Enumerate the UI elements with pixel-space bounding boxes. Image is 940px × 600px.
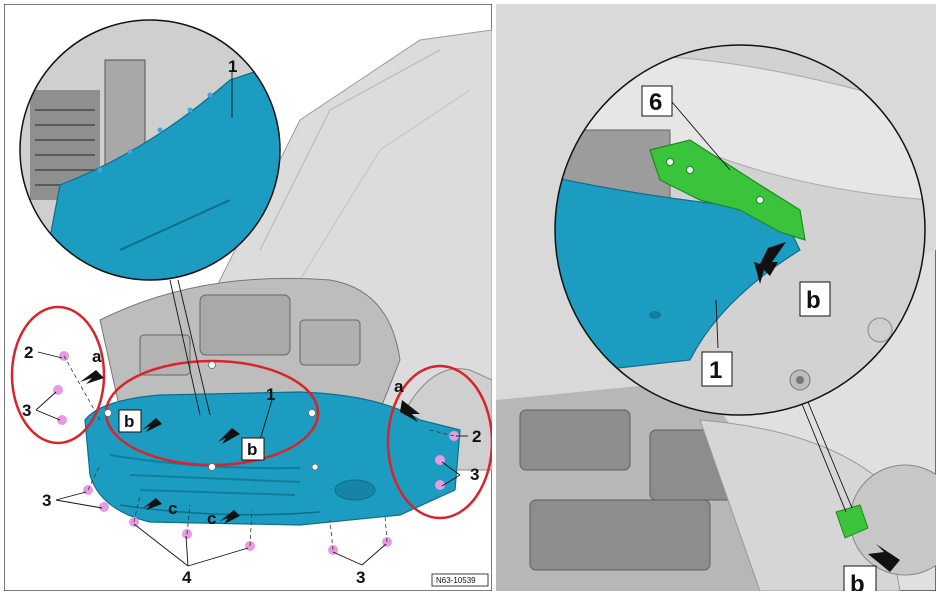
reference-code-box [431,573,489,587]
car-body [99,29,492,471]
zoom-detail-left [19,19,281,416]
label-a-left: a [92,347,102,366]
arrow-c-right [220,510,240,524]
label-c-right: c [207,509,216,528]
clip [99,502,109,512]
clip [435,480,445,490]
arrow-b-upper [754,242,786,284]
direction-arrows [80,370,420,524]
label-3-left-lower: 3 [42,491,51,510]
left-labels: 1 1 2 2 3 3 3 3 4 a a b b c c N63-10539 [22,57,489,587]
label-box-6 [641,85,673,117]
label-b-lower: b [850,571,865,595]
arrow-a-right [400,400,420,422]
label-box-b-right [241,437,265,461]
guide-lines [63,355,455,551]
left-panel: 1 1 2 2 3 3 3 3 4 a a b b c c N63-10539 [4,4,492,591]
zoom-detail-right [554,44,926,416]
label-c-left: c [168,499,177,518]
label-1-right: 1 [709,357,722,384]
right-labels: 6 1 b b [641,85,877,595]
label-box-1-right [701,351,733,387]
highlight-ring-left [10,305,106,445]
label-2-left: 2 [24,343,33,362]
label-box-b-left [118,409,142,433]
reference-code: N63-10539 [436,576,476,585]
label-b-upper: b [806,287,821,314]
leader-lines [35,351,468,567]
label-2-right: 2 [472,427,481,446]
attachment-points [104,361,319,471]
label-box-b-upper [799,281,831,317]
clip [57,415,67,425]
label-1-main: 1 [266,385,275,404]
front-bumper [84,391,461,526]
arrow-b-left [142,418,162,432]
right-leader-lines [671,101,731,349]
label-box-b-lower [843,565,877,591]
label-4: 4 [182,568,192,587]
clip [59,351,69,361]
label-3-right: 3 [470,465,479,484]
label-6: 6 [649,89,662,116]
mounting-bracket [649,139,806,241]
label-1-zoom: 1 [228,57,237,76]
arrow-b-lower [868,544,900,572]
label-3-bottom: 3 [356,568,365,587]
right-panel: 6 1 b b [496,4,936,595]
label-a-right: a [394,377,404,396]
arrow-c-left [143,498,162,510]
arrow-b-right [218,428,240,444]
label-b-right: b [247,440,257,459]
label-3-left-upper: 3 [22,401,31,420]
label-b-left: b [124,412,134,431]
highlight-ring-right [386,364,492,520]
arrow-a-left [80,370,104,384]
